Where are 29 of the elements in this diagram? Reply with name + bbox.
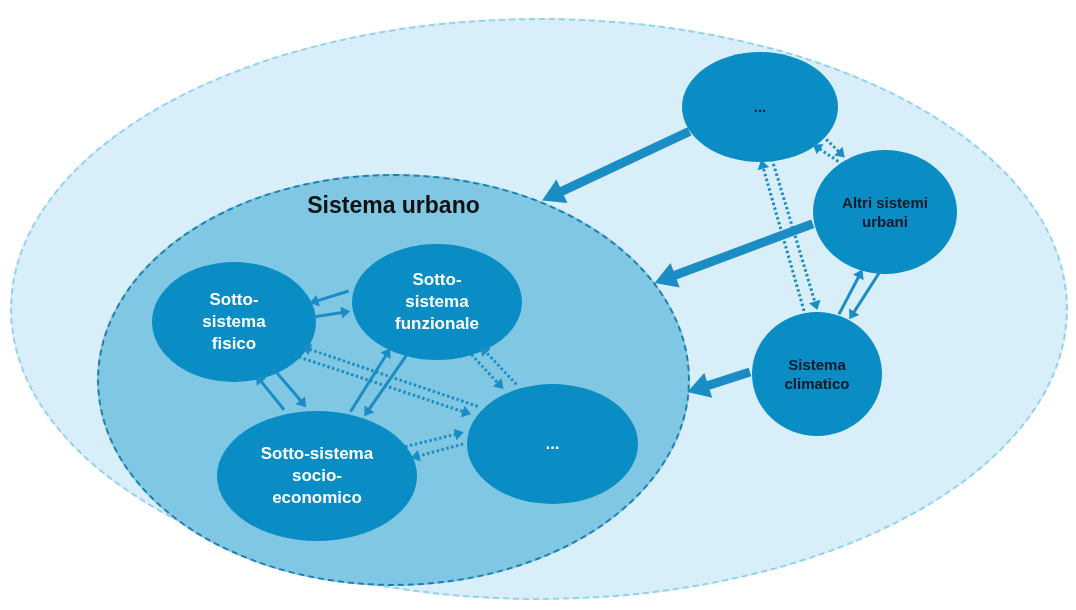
arrow xyxy=(542,127,692,203)
arrow xyxy=(309,289,350,307)
arrow xyxy=(466,349,504,389)
arrow xyxy=(349,348,391,413)
arrow xyxy=(821,134,845,158)
node-label: ... xyxy=(544,432,561,455)
arrow xyxy=(849,271,881,320)
arrow xyxy=(255,374,286,411)
node-label: Sotto- sistema fisico xyxy=(201,288,267,356)
arrow xyxy=(410,442,464,462)
arrow xyxy=(404,428,464,449)
arrow xyxy=(687,367,752,398)
arrow xyxy=(311,306,351,319)
node-label: Altri sistemi urbani xyxy=(841,192,929,232)
arrow xyxy=(293,353,472,418)
arrow xyxy=(770,158,821,311)
node-label: Sistema climatico xyxy=(783,354,851,394)
node-label: Sotto- sistema funzionale xyxy=(393,268,481,336)
arrow xyxy=(480,346,518,386)
arrow xyxy=(757,159,806,312)
arrow xyxy=(654,219,815,288)
node-label: Sotto-sistema socio- economico xyxy=(259,442,375,510)
arrow xyxy=(812,144,840,163)
node-label: ... xyxy=(752,97,768,117)
group-title: Sistema urbano xyxy=(306,192,481,219)
arrow xyxy=(301,344,479,408)
arrow xyxy=(272,367,307,408)
arrow xyxy=(837,269,864,316)
arrow xyxy=(364,352,410,417)
